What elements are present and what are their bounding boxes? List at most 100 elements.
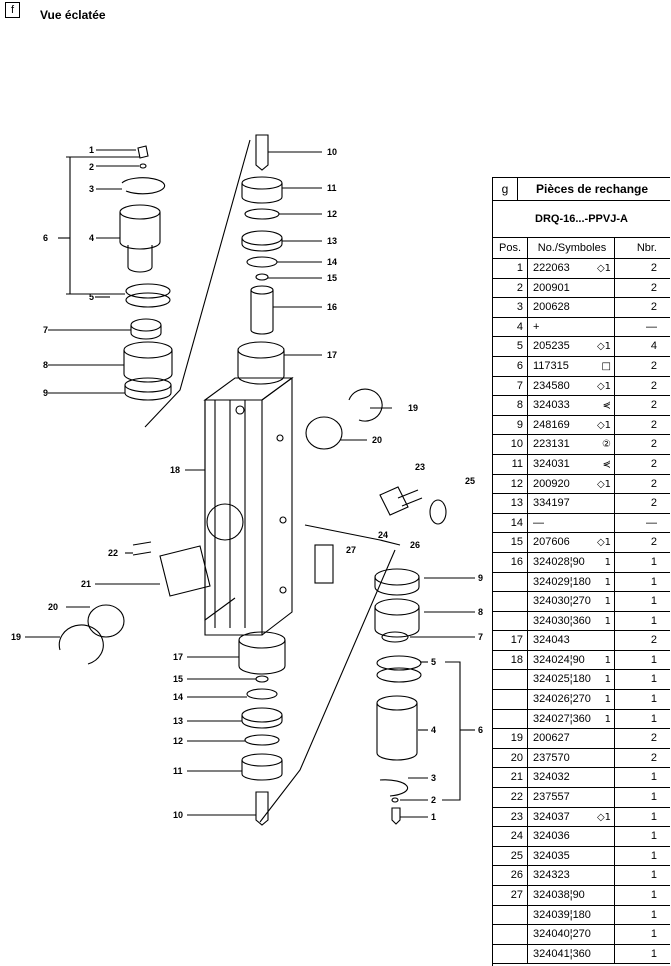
callout-9-right: 9 [478, 573, 483, 583]
part-symbol: 1 [604, 615, 611, 627]
callout-5-right: 5 [431, 657, 436, 667]
row-pos: 10 [493, 435, 528, 454]
section-letter-f: f [5, 2, 20, 18]
callout-1-right: 1 [431, 812, 436, 822]
row-number: 324039¦180 [528, 905, 615, 925]
callout-6-right: 6 [478, 725, 483, 735]
callout-4-left: 4 [89, 233, 94, 243]
main-body-block [203, 376, 294, 636]
part-number: 205235 [533, 340, 570, 353]
row-pos: 2 [493, 278, 528, 298]
callout-6-left: 6 [43, 233, 48, 243]
callout-12-bottom: 12 [173, 736, 183, 746]
callout-15-bottom: 15 [173, 674, 183, 684]
row-number: + [528, 317, 615, 337]
part-number: 324024¦90 [533, 653, 585, 666]
part-number: 324041¦360 [533, 947, 591, 960]
row-number: 324041¦360 [528, 944, 615, 964]
row-quantity: 1 [650, 947, 657, 960]
part-symbol: ◇1 [596, 537, 611, 549]
callout-7-right: 7 [478, 632, 483, 642]
row-number: 248169◇1 [528, 415, 615, 435]
row-quantity: 2 [650, 301, 657, 314]
callout-13-top: 13 [327, 236, 337, 246]
row-quantity: 1 [650, 555, 657, 568]
spare-parts-table: g Pièces de rechange DRQ-16...-PPVJ-A Po… [492, 177, 670, 966]
row-quantity: 1 [650, 810, 657, 823]
row-pos: 12 [493, 474, 528, 494]
row-quantity: 1 [650, 889, 657, 901]
callout-26: 26 [410, 540, 420, 550]
callout-1-left: 1 [89, 145, 94, 155]
row-quantity: 1 [650, 595, 657, 608]
callout-15-top: 15 [327, 273, 337, 283]
part-number: 324029¦180 [533, 575, 591, 588]
row-number: 324043 [528, 631, 615, 650]
part-symbol: ◇1 [596, 380, 611, 392]
left-parts-assembly [119, 145, 173, 401]
center-bottom-parts [238, 631, 286, 826]
callout-11-bottom: 11 [173, 766, 183, 776]
row-pos: 20 [493, 748, 528, 768]
part-symbol: ⋞ [602, 458, 611, 470]
row-quantity: 1 [650, 869, 657, 882]
part-symbol: 1 [604, 654, 611, 666]
row-quantity: 1 [650, 908, 657, 921]
row-pos: 26 [493, 866, 528, 885]
part-number: 200628 [533, 301, 570, 314]
row-pos: 4 [493, 317, 528, 337]
callout-9-left: 9 [43, 388, 48, 398]
row-number: — [528, 513, 615, 533]
row-pos: 9 [493, 415, 528, 435]
callout-2-right: 2 [431, 795, 436, 805]
callout-8-left: 8 [43, 360, 48, 370]
row-number: 324035 [528, 846, 615, 866]
callout-20-right: 20 [372, 435, 382, 445]
part-symbol: 1 [604, 576, 611, 588]
row-quantity: 2 [650, 732, 657, 745]
row-quantity: 1 [650, 849, 657, 862]
table-row: 4+— [493, 317, 670, 338]
part-number: 324030¦360 [533, 614, 591, 627]
part-number: 324035 [533, 849, 570, 862]
row-quantity: 2 [650, 262, 657, 274]
row-pos: 25 [493, 846, 528, 866]
row-quantity: 1 [650, 614, 657, 627]
row-number: 205235◇1 [528, 337, 615, 356]
callout-2-left: 2 [89, 162, 94, 172]
callout-3-left: 3 [89, 184, 94, 194]
page-title: Vue éclatée [40, 8, 106, 22]
center-top-parts [237, 134, 285, 385]
row-number: 324323 [528, 866, 615, 885]
col-quantity: Nbr. [636, 242, 657, 254]
row-quantity: 1 [650, 928, 657, 941]
row-number: 324037◇1 [528, 807, 615, 827]
part-symbol: □ [601, 360, 611, 372]
part-number: 324027¦360 [533, 712, 591, 725]
row-quantity: 2 [650, 281, 657, 294]
row-quantity: 1 [650, 673, 657, 686]
part-number: 324038¦90 [533, 889, 585, 901]
part-number: 324032 [533, 771, 570, 784]
row-pos: 19 [493, 729, 528, 748]
part-number: 324036 [533, 830, 570, 843]
callout-21: 21 [81, 579, 91, 589]
callout-19-left: 19 [11, 632, 21, 642]
row-quantity: 2 [650, 457, 657, 470]
row-pos: 11 [493, 454, 528, 474]
